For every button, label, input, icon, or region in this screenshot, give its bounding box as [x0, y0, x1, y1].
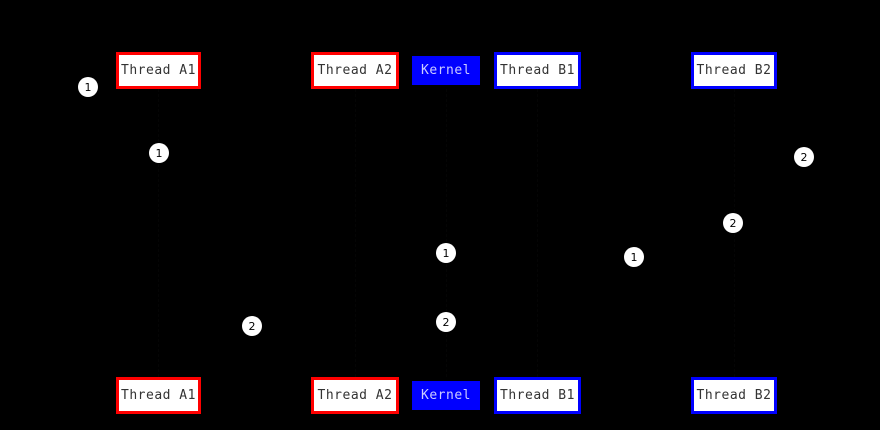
sequence-marker-number: 1 [630, 250, 638, 264]
participant-label: Thread A2 [317, 63, 393, 78]
message-arrow-2 [446, 220, 734, 226]
sequence-marker-8: 2 [436, 312, 456, 332]
participant-label: Kernel [421, 388, 471, 403]
participant-label: Thread B2 [696, 63, 772, 78]
participant-label: Thread A1 [121, 388, 196, 403]
sequence-marker-number: 2 [442, 315, 450, 329]
participant-kernel-bottom[interactable]: Kernel [412, 381, 480, 410]
participant-thread-a1-bottom[interactable]: Thread A1 [116, 377, 201, 414]
participant-label: Thread A2 [317, 388, 393, 403]
participant-thread-b2-bottom[interactable]: Thread B2 [691, 377, 777, 414]
participant-thread-a1-top[interactable]: Thread A1 [116, 52, 201, 89]
lifeline-thread-b2 [734, 89, 736, 377]
sequence-marker-number: 2 [729, 216, 737, 230]
sequence-marker-3: 2 [794, 147, 814, 167]
sequence-marker-number: 1 [155, 146, 163, 160]
sequence-marker-4: 2 [723, 213, 743, 233]
participant-thread-a2-bottom[interactable]: Thread A2 [311, 377, 399, 414]
participant-kernel-top[interactable]: Kernel [412, 56, 480, 85]
sequence-marker-2: 1 [149, 143, 169, 163]
participant-thread-b1-top[interactable]: Thread B1 [494, 52, 581, 89]
participant-label: Thread A1 [121, 63, 196, 78]
participant-label: Thread B1 [500, 388, 575, 403]
sequence-marker-number: 1 [84, 80, 92, 94]
sequence-marker-6: 1 [624, 247, 644, 267]
participant-thread-b1-bottom[interactable]: Thread B1 [494, 377, 581, 414]
sequence-marker-5: 1 [436, 243, 456, 263]
sequence-marker-1: 1 [78, 77, 98, 97]
lifeline-kernel [446, 89, 448, 377]
participant-label: Kernel [421, 63, 471, 78]
message-arrow-3 [355, 319, 446, 325]
participant-label: Thread B2 [696, 388, 772, 403]
sequence-marker-7: 2 [242, 316, 262, 336]
participant-thread-b2-top[interactable]: Thread B2 [691, 52, 777, 89]
sequence-marker-number: 2 [248, 319, 256, 333]
message-arrow-1 [158, 250, 446, 256]
sequence-marker-number: 1 [442, 246, 450, 260]
lifeline-thread-a1 [158, 89, 160, 377]
message-arrow-4 [446, 254, 537, 260]
lifeline-thread-a2 [355, 89, 357, 377]
participant-label: Thread B1 [500, 63, 575, 78]
lifeline-thread-b1 [537, 89, 539, 377]
sequence-marker-number: 2 [800, 150, 808, 164]
participant-thread-a2-top[interactable]: Thread A2 [311, 52, 399, 89]
